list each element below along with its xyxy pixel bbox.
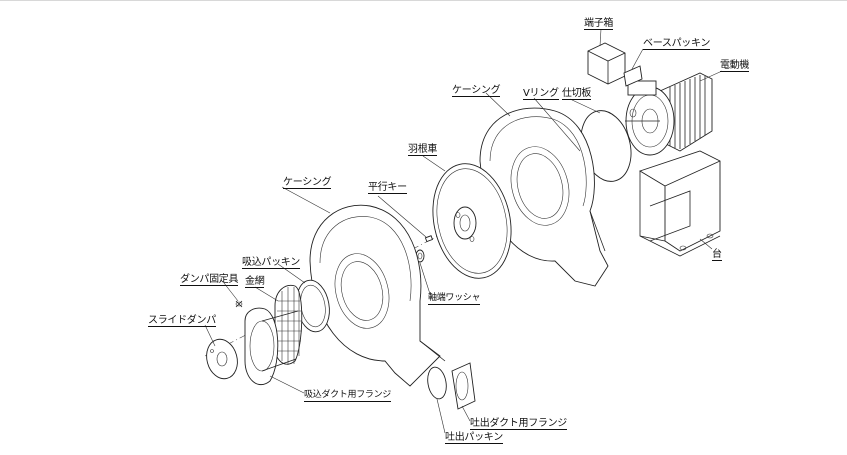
terminal-box-part <box>587 42 626 85</box>
discharge-duct-flange-part <box>451 362 476 410</box>
label-impeller: 羽根車 <box>408 144 438 156</box>
label-shaft-washer: 軸端ワッシャ <box>428 293 481 305</box>
label-casing-front: ケーシング <box>283 177 332 189</box>
label-parallel-key: 平行キー <box>368 182 407 194</box>
label-stand: 台 <box>712 249 722 261</box>
label-base-packing: ベースパッキン <box>643 38 711 50</box>
base-packing-part <box>623 65 643 87</box>
parallel-key-part <box>424 235 434 243</box>
slide-damper-part <box>206 338 238 380</box>
label-wire-mesh: 金網 <box>245 276 265 288</box>
label-slide-damper: スライドダンパ <box>148 315 216 327</box>
label-discharge-packing: 吐出パッキン <box>445 432 503 444</box>
label-motor: 電動機 <box>720 60 750 72</box>
label-suction-duct-flange: 吸込ダクト用フランジ <box>304 390 392 402</box>
leader-lines <box>204 28 723 434</box>
label-suction-packing: 吸込パッキン <box>242 257 300 269</box>
casing-front-part <box>309 204 446 387</box>
label-v-ring: Vリング <box>523 88 559 100</box>
impeller-part <box>432 163 512 279</box>
suction-duct-flange-part <box>244 307 299 386</box>
damper-fixture-part <box>235 300 243 308</box>
wire-mesh-part <box>274 284 303 365</box>
label-damper-fixture: ダンパ固定具 <box>180 274 239 286</box>
label-casing-rear: ケーシング <box>452 85 501 97</box>
label-partition-plate: 仕切板 <box>562 88 592 100</box>
label-discharge-duct-flange: 吐出ダクト用フランジ <box>470 418 567 430</box>
suction-packing-part <box>296 279 330 333</box>
discharge-packing-part <box>427 366 447 400</box>
motor-part <box>625 72 713 156</box>
label-terminal-box: 端子箱 <box>584 18 614 30</box>
stand-part <box>638 150 721 257</box>
